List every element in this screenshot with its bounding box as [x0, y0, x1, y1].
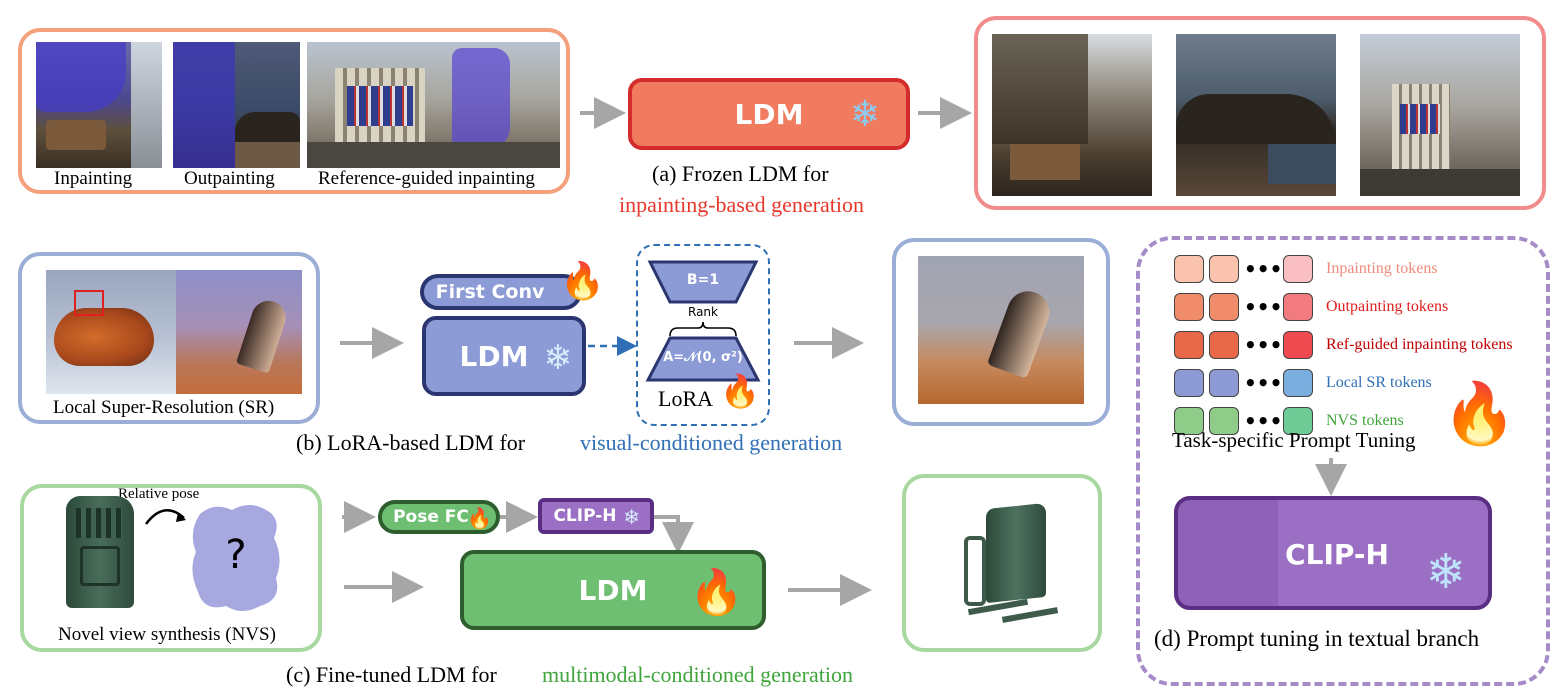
sr-input-image	[46, 270, 176, 394]
ellipsis: •••	[1244, 333, 1283, 357]
curved-arrow-icon	[145, 509, 186, 525]
panel-a-output-frame	[974, 16, 1546, 210]
panel-b-ldm-block: LDM ❄	[422, 316, 586, 396]
outpainting-label: Outpainting	[184, 168, 275, 189]
inpainting-label: Inpainting	[54, 168, 133, 189]
panel-c-caption-highlight: multimodal-conditioned generation	[542, 662, 853, 687]
token	[1209, 293, 1239, 321]
token-list: ••• Inpainting tokens ••• Outpainting to…	[1174, 250, 1513, 440]
token	[1174, 407, 1204, 435]
reference-guided-inpainting-label: Reference-guided inpainting	[318, 168, 535, 189]
panel-a-input-frame	[18, 28, 570, 194]
token-label: Inpainting tokens	[1326, 260, 1438, 277]
nvs-result-image	[962, 502, 1060, 624]
ellipsis: •••	[1244, 257, 1283, 281]
unknown-view-blob	[192, 505, 280, 611]
token-row: ••• Outpainting tokens	[1174, 288, 1513, 326]
sr-output-image	[918, 256, 1084, 404]
panel-c-caption-prefix: (c) Fine-tuned LDM for	[286, 662, 497, 687]
inpainting-result-image	[992, 34, 1152, 196]
panel-b-input-label: Local Super-Resolution (SR)	[53, 397, 275, 418]
rank-brace	[669, 321, 737, 337]
token	[1283, 407, 1313, 435]
panel-c-ldm-label: LDM	[578, 573, 648, 607]
token	[1283, 293, 1313, 321]
token	[1174, 369, 1204, 397]
lora-b-trapezoid	[647, 260, 759, 304]
panel-c-ldm-block: LDM 🔥	[460, 550, 766, 630]
token	[1174, 293, 1204, 321]
panel-a-caption-prefix: (a) Frozen LDM for	[652, 161, 829, 186]
lora-a-label: A=𝒩(0, σ²)	[663, 350, 743, 365]
lora-frame	[636, 244, 770, 426]
panel-a-ldm-block: LDM ❄	[628, 78, 910, 150]
panel-d-clip-label: CLIP-H	[1285, 538, 1389, 571]
token-label: Outpainting tokens	[1326, 298, 1449, 315]
ellipsis: •••	[1244, 295, 1283, 319]
token	[1283, 369, 1313, 397]
fire-icon: 🔥	[720, 373, 760, 409]
lora-rank-label: Rank	[688, 305, 718, 319]
panel-c-clip-label: CLIP-H	[553, 506, 617, 526]
token-label: Local SR tokens	[1326, 374, 1432, 391]
token	[1209, 369, 1239, 397]
fire-icon: 🔥	[467, 508, 492, 530]
snowflake-icon: ❄	[849, 94, 880, 135]
pose-fc-label: Pose FC	[393, 507, 469, 527]
backpack-image	[66, 496, 134, 608]
reference-guided-image	[307, 42, 560, 168]
panel-c-clip-block: CLIP-H ❄	[538, 498, 654, 534]
panel-b-input-frame	[18, 252, 320, 424]
snowflake-icon: ❄	[623, 505, 640, 529]
pose-fc-block: Pose FC 🔥	[378, 500, 500, 534]
token	[1174, 331, 1204, 359]
token	[1283, 331, 1313, 359]
panel-b-caption-prefix: (b) LoRA-based LDM for	[296, 430, 526, 455]
panel-b-ldm-label: LDM	[459, 339, 529, 373]
panel-d-caption: (d) Prompt tuning in textual branch	[1154, 626, 1480, 651]
token-row: ••• NVS tokens	[1174, 402, 1513, 440]
fire-icon: 🔥	[689, 568, 744, 617]
outpainting-result-image	[1176, 34, 1336, 196]
panel-b-output-frame	[892, 238, 1110, 426]
prompt-tuning-label: Task-specific Prompt Tuning	[1172, 428, 1416, 452]
panel-a-caption-highlight: inpainting-based generation	[619, 192, 864, 217]
token	[1209, 407, 1239, 435]
lora-b-label: B=1	[686, 272, 720, 288]
lora-label: LoRA	[658, 386, 713, 411]
panel-b-caption-highlight: visual-conditioned generation	[580, 430, 843, 455]
fire-icon: 🔥	[1442, 381, 1517, 447]
fire-icon: 🔥	[560, 261, 605, 301]
inpainting-image	[36, 42, 162, 168]
token-label: NVS tokens	[1326, 412, 1404, 429]
first-conv-label: First Conv	[435, 281, 545, 303]
token-row: ••• Ref-guided inpainting tokens	[1174, 326, 1513, 364]
token-row: ••• Local SR tokens	[1174, 364, 1513, 402]
token	[1209, 255, 1239, 283]
first-conv-block: First Conv	[420, 274, 582, 310]
token	[1283, 255, 1313, 283]
lora-shapes	[645, 260, 761, 382]
token-row: ••• Inpainting tokens	[1174, 250, 1513, 288]
panel-a-ldm-label: LDM	[734, 97, 804, 131]
panel-d-frame	[1136, 236, 1550, 686]
panel-c-input-frame	[20, 484, 322, 652]
lora-a-trapezoid	[645, 336, 761, 382]
sr-zoom-image	[176, 270, 302, 394]
snowflake-icon: ❄	[1425, 544, 1466, 600]
token	[1209, 331, 1239, 359]
token	[1174, 255, 1204, 283]
panel-c-input-label: Novel view synthesis (NVS)	[58, 624, 276, 645]
panel-c-output-frame	[902, 474, 1102, 652]
snowflake-icon: ❄	[543, 338, 573, 378]
ellipsis: •••	[1244, 409, 1283, 433]
reference-guided-result-image	[1360, 34, 1520, 196]
outpainting-image	[173, 42, 300, 168]
token-label: Ref-guided inpainting tokens	[1326, 336, 1513, 353]
question-mark: ?	[225, 532, 247, 578]
relative-pose-label: Relative pose	[118, 486, 200, 502]
panel-d-clip-block: CLIP-H ❄	[1174, 496, 1492, 610]
ellipsis: •••	[1244, 371, 1283, 395]
